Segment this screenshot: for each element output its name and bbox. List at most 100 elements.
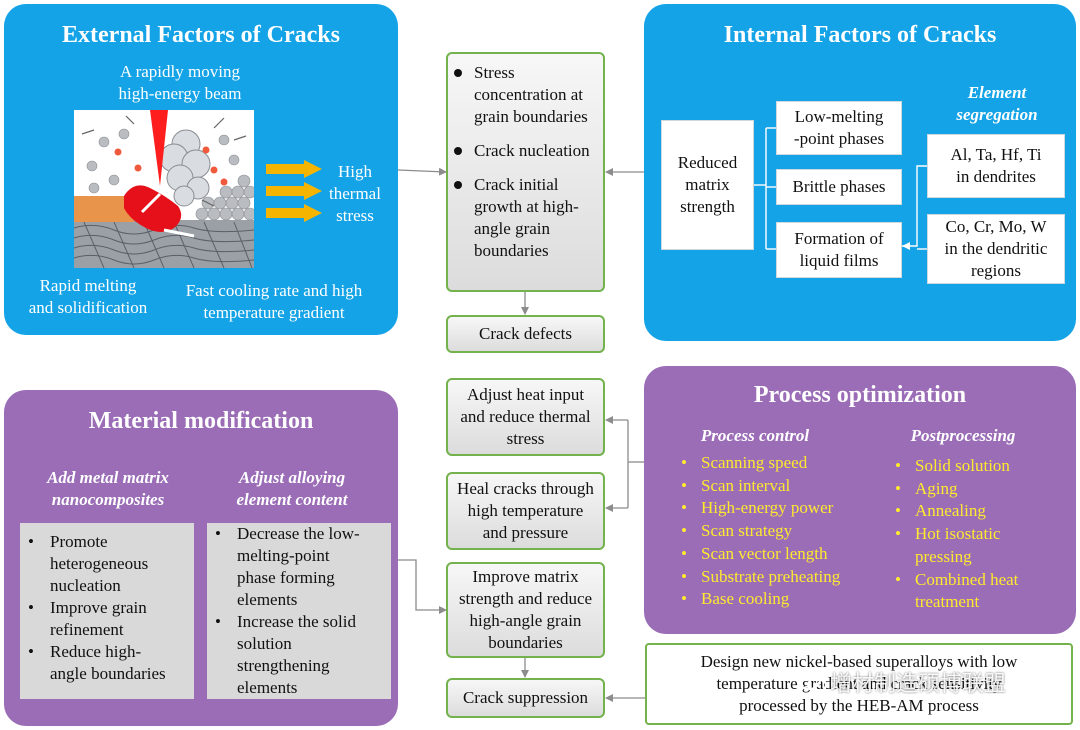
subtitle-line: nanocomposites xyxy=(51,490,165,509)
bullet-icon: • xyxy=(895,501,901,521)
title-line: Element xyxy=(967,83,1027,102)
postprocessing-subtitle: Postprocessing xyxy=(910,426,1016,445)
bullet-icon: • xyxy=(895,456,901,475)
bullet-icon: • xyxy=(28,598,34,617)
box-line: strength xyxy=(680,197,735,216)
bullet-icon: • xyxy=(681,475,687,495)
process-control-subtitle: Process control xyxy=(700,426,810,445)
co-cr-mo-w-box: Co, Cr, Mo, W in the dendritic regions xyxy=(927,214,1065,284)
box-line: Formation of xyxy=(794,229,884,248)
bullet-icon xyxy=(454,181,462,189)
thermal-stress-arrows xyxy=(266,160,322,222)
list-item: •Substrate preheating xyxy=(679,566,879,589)
nanocomposites-subtitle: Add metal matrix nanocomposites xyxy=(20,467,196,511)
bullet-icon: • xyxy=(681,521,687,541)
watermark-text: 增材制造硕博联盟 xyxy=(830,672,1007,697)
beam-label-line: high-energy beam xyxy=(118,84,242,103)
fast-cooling-label: Fast cooling rate and high temperature g… xyxy=(166,280,382,324)
external-factors-title: External Factors of Cracks xyxy=(62,22,340,48)
crack-defects-box: Crack defects xyxy=(446,315,605,353)
al-ta-hf-ti-box: Al, Ta, Hf, Ti in dendrites xyxy=(927,134,1065,198)
heal-cracks-box: Heal cracks through high temperature and… xyxy=(446,472,605,550)
internal-connectors xyxy=(754,127,927,250)
label-line: and solidification xyxy=(28,298,148,317)
material-modification-title: Material modification xyxy=(88,408,314,434)
list-item: • Reduce high-angle boundaries xyxy=(28,642,166,683)
list-item: •Scan strategy xyxy=(679,520,879,543)
bullet-icon: • xyxy=(681,453,687,472)
bullet-icon: • xyxy=(681,566,687,586)
process-optimization-title: Process optimization xyxy=(753,382,967,408)
box-line: Reduced xyxy=(677,153,738,172)
beam-label-line: A rapidly moving xyxy=(120,62,240,81)
process-optimization-panel xyxy=(644,366,1076,634)
label-line: thermal xyxy=(329,184,381,203)
list-item: •Base cooling xyxy=(679,588,879,611)
list-item: •Solid solution xyxy=(893,455,1063,478)
subtitle-line: Adjust alloying xyxy=(238,468,346,487)
list-item: •Scanning speed xyxy=(679,452,879,475)
label-line: Rapid melting xyxy=(39,276,137,295)
crack-suppression-box: Crack suppression xyxy=(446,678,605,718)
box-line: Al, Ta, Hf, Ti xyxy=(950,145,1042,164)
element-segregation-title: Element segregation xyxy=(930,82,1064,126)
bullet-icon: • xyxy=(28,532,34,551)
crack-mechanism-box: Stress concentration at grain boundaries… xyxy=(446,52,605,292)
reduced-matrix-strength-box: Reduced matrix strength xyxy=(661,120,754,250)
box-line: matrix xyxy=(685,175,730,194)
box-line: liquid films xyxy=(799,251,879,270)
bullet-icon xyxy=(454,69,462,77)
mechanism-item: Crack nucleation xyxy=(454,140,597,162)
subtitle-line: Add metal matrix xyxy=(47,468,169,487)
postprocessing-list: •Solid solution •Aging •Annealing •Hot i… xyxy=(893,455,1063,614)
bullet-icon: • xyxy=(895,569,901,589)
low-melting-phases-box: Low-melting -point phases xyxy=(776,101,902,155)
bullet-icon: • xyxy=(895,524,901,544)
high-thermal-stress-label: High thermal stress xyxy=(316,161,394,227)
label-line: temperature gradient xyxy=(203,303,345,322)
alloying-subtitle: Adjust alloying element content xyxy=(204,467,380,511)
mechanism-item: Stress concentration at grain boundaries xyxy=(454,62,597,128)
bullet-icon: • xyxy=(895,478,901,498)
bullet-icon: • xyxy=(681,589,687,609)
beam-label: A rapidly moving high-energy beam xyxy=(60,61,300,105)
box-line: regions xyxy=(970,261,1022,280)
label-line: stress xyxy=(336,206,374,225)
brittle-phases-box: Brittle phases xyxy=(776,169,902,205)
design-new-superalloys-box: Design new nickel-based superalloys with… xyxy=(645,643,1073,725)
bullet-icon xyxy=(454,147,462,155)
improve-matrix-box: Improve matrix strength and reduce high-… xyxy=(446,562,605,658)
subtitle-line: element content xyxy=(236,490,348,509)
box-line: Co, Cr, Mo, W xyxy=(945,217,1047,236)
mechanism-item: Crack initial growth at high-angle grain… xyxy=(454,174,597,262)
list-item: •Aging xyxy=(893,478,1063,501)
title-line: segregation xyxy=(956,105,1038,124)
wechat-icon xyxy=(797,670,827,693)
box-line: in dendrites xyxy=(956,167,1036,186)
list-item: •Scan vector length xyxy=(679,543,879,566)
rapid-melting-label: Rapid melting and solidification xyxy=(8,275,168,319)
bullet-icon: • xyxy=(681,498,687,518)
box-line: -point phases xyxy=(793,129,885,148)
bullet-icon: • xyxy=(28,642,34,661)
process-control-list: •Scanning speed •Scan interval •High-ene… xyxy=(679,452,879,611)
list-item: •Scan interval xyxy=(679,475,879,498)
bullet-icon: • xyxy=(681,543,687,563)
label-line: High xyxy=(338,162,372,181)
internal-factors-title: Internal Factors of Cracks xyxy=(723,22,997,48)
label-line: Fast cooling rate and high xyxy=(185,281,363,300)
adjust-heat-input-box: Adjust heat input and reduce thermal str… xyxy=(446,378,605,456)
list-item: •Annealing xyxy=(893,500,1063,523)
box-line: Low-melting xyxy=(794,107,884,126)
list-item: •High-energy power xyxy=(679,497,879,520)
box-line: in the dendritic xyxy=(944,239,1048,258)
